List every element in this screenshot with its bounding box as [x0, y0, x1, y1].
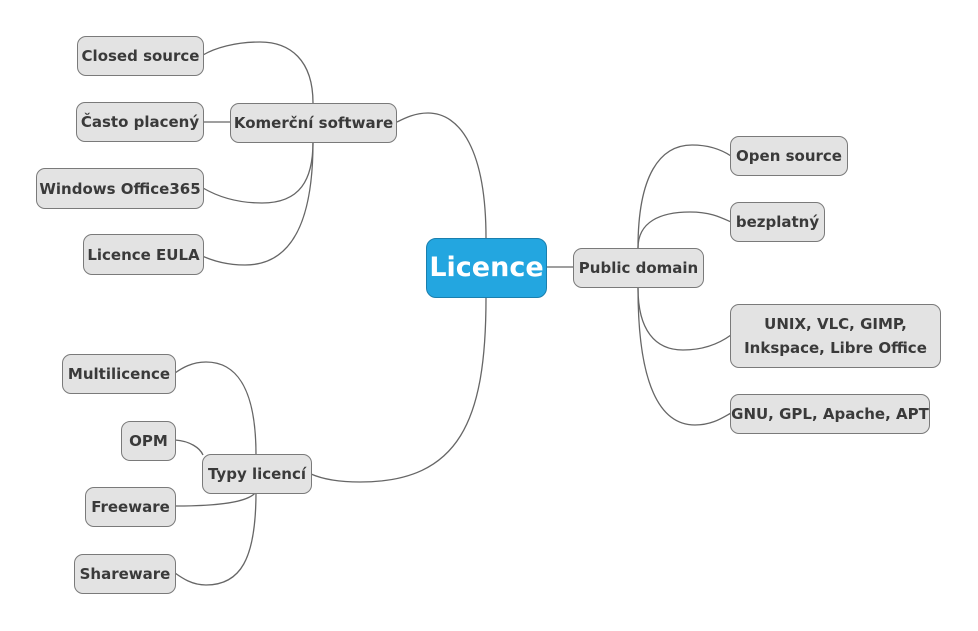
- subtopic-multilicence[interactable]: Multilicence: [62, 354, 176, 394]
- connector-typy-freeware: [174, 491, 257, 507]
- connector-typy-multi: [174, 361, 257, 456]
- subtopic-gnu-gpl-apache[interactable]: GNU, GPL, Apache, APT: [730, 394, 930, 434]
- subtopic-unix-vlc-gimp[interactable]: UNIX, VLC, GIMP, Inkspace, Libre Office: [730, 304, 941, 368]
- subtopic-freeware[interactable]: Freeware: [85, 487, 176, 527]
- central-topic-licence[interactable]: Licence: [426, 238, 547, 298]
- connector-komercni-eula: [197, 141, 314, 266]
- connector-komercni-windows: [202, 141, 314, 204]
- connector-central-typy: [310, 297, 487, 483]
- subtopic-windows-office365[interactable]: Windows Office365: [36, 168, 204, 209]
- connector-public-unix: [637, 287, 732, 351]
- connector-typy-shareware: [174, 491, 257, 586]
- connector-central-komercni: [396, 112, 487, 239]
- subtopic-licence-eula[interactable]: Licence EULA: [83, 234, 204, 275]
- subtopic-closed-source[interactable]: Closed source: [77, 36, 204, 76]
- topic-typy-licenci[interactable]: Typy licencí: [202, 454, 312, 494]
- subtopic-open-source[interactable]: Open source: [730, 136, 848, 176]
- subtopic-casto-placeny[interactable]: Často placený: [76, 102, 204, 142]
- subtopic-shareware[interactable]: Shareware: [74, 554, 176, 594]
- subtopic-opm[interactable]: OPM: [121, 421, 176, 461]
- connector-public-bezplatny: [637, 211, 732, 249]
- topic-komercni-software[interactable]: Komerční software: [230, 103, 397, 143]
- connector-typy-opm: [174, 439, 204, 456]
- connector-public-gnu: [637, 287, 732, 426]
- topic-public-domain[interactable]: Public domain: [573, 248, 704, 288]
- connector-komercni-closed: [202, 41, 314, 104]
- subtopic-bezplatny[interactable]: bezplatný: [730, 202, 825, 242]
- connector-public-open: [637, 144, 732, 249]
